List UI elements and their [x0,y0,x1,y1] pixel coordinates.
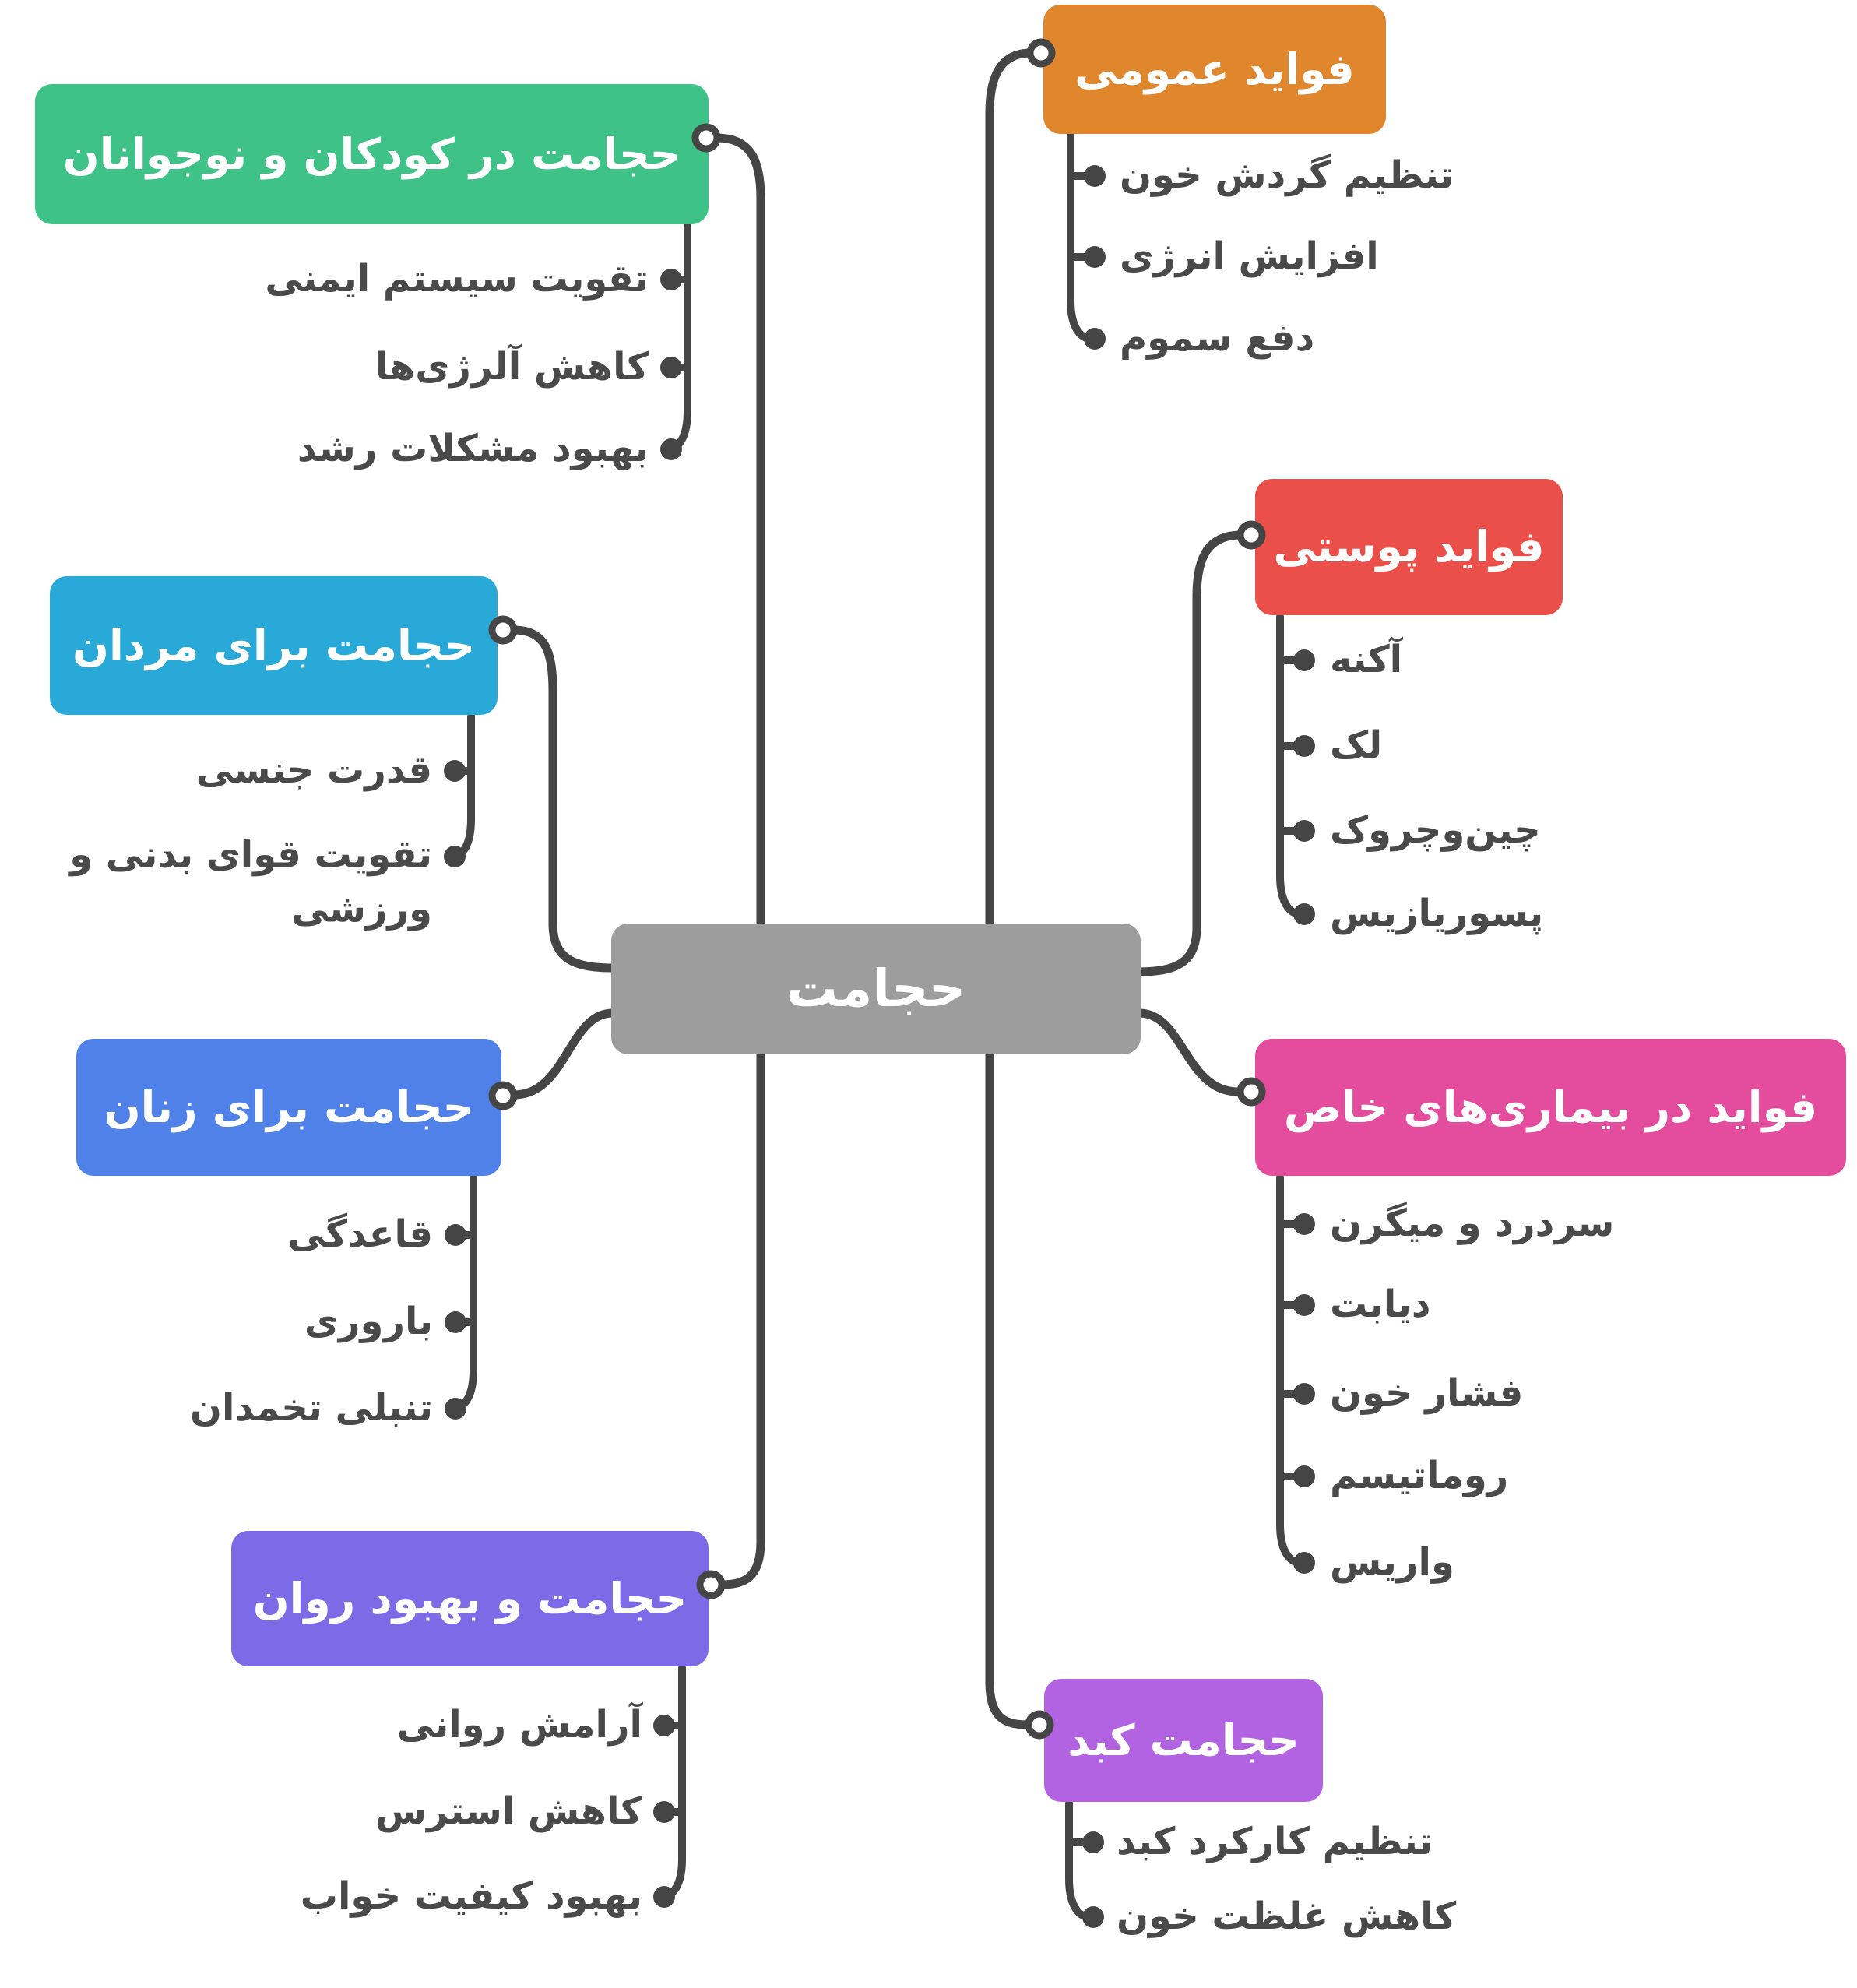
branch-node-children: حجامت در کودکان و نوجوانان [35,84,709,224]
leaf-item: کاهش آلرژی‌ها [375,345,649,389]
connector-women [509,1008,617,1100]
leaf-item: سردرد و میگرن [1330,1202,1615,1246]
leaf-item: دفع سموم [1120,316,1315,361]
leaf-item: آرامش روانی [396,1703,642,1747]
leaf-item: فشار خون [1330,1371,1524,1416]
center-node-hijama: حجامت [611,924,1141,1054]
leaf-item: تقویت سیستم ایمنی [265,257,649,301]
item-tree-diseases [1276,1173,1305,1567]
leaf-item: دیابت [1330,1283,1431,1327]
leaf-item: آکنه [1330,638,1403,682]
connector-men [508,625,617,973]
leaf-item: چین‌وچروک [1330,808,1541,853]
connector-children-mental [712,133,765,1589]
item-tree-mental [657,1664,686,1901]
leaf-item: تقویت قوای بدنی و ورزشی [69,832,432,931]
connector-skin [1134,530,1246,976]
item-tree-skin [1276,613,1305,918]
leaf-item: قاعدگی [287,1212,433,1257]
item-tree-children [664,222,691,453]
branch-node-men: حجامت برای مردان [50,576,498,715]
leaf-item: کاهش استرس [375,1789,642,1834]
leaf-item: لک [1330,723,1383,768]
leaf-item: پسوریازیس [1330,892,1544,936]
branch-node-women: حجامت برای زنان [76,1039,501,1176]
item-tree-women [448,1173,477,1413]
item-tree-general [1067,132,1096,343]
leaf-item: بهبود کیفیت خواب [300,1874,642,1919]
leaf-item: قدرت جنسی [195,748,432,793]
connector-diseases [1134,1008,1243,1096]
connector-general-liver [985,48,1036,1729]
leaf-item: کاهش غلظت خون [1117,1895,1457,1939]
leaf-item: تنبلی تخمدان [189,1386,433,1430]
leaf-item: افزایش انرژی [1120,234,1379,279]
leaf-item: باروری [304,1300,433,1344]
leaf-item: روماتیسم [1330,1454,1509,1498]
branch-node-mental-health: حجامت و بهبود روان [231,1531,709,1666]
leaf-item: تنظیم گردش خون [1120,153,1454,198]
item-tree-men [448,713,475,860]
branch-node-special-diseases: فواید در بیماری‌های خاص [1255,1039,1846,1176]
branch-node-liver: حجامت کبد [1044,1679,1323,1802]
leaf-item: تنظیم کارکرد کبد [1117,1820,1433,1864]
item-tree-liver [1065,1800,1094,1921]
branch-node-skin-benefits: فواید پوستی [1255,479,1563,615]
branch-node-general-benefits: فواید عمومی [1043,5,1386,134]
leaf-item: واریس [1330,1540,1454,1585]
leaf-item: بهبود مشکلات رشد [297,427,649,471]
